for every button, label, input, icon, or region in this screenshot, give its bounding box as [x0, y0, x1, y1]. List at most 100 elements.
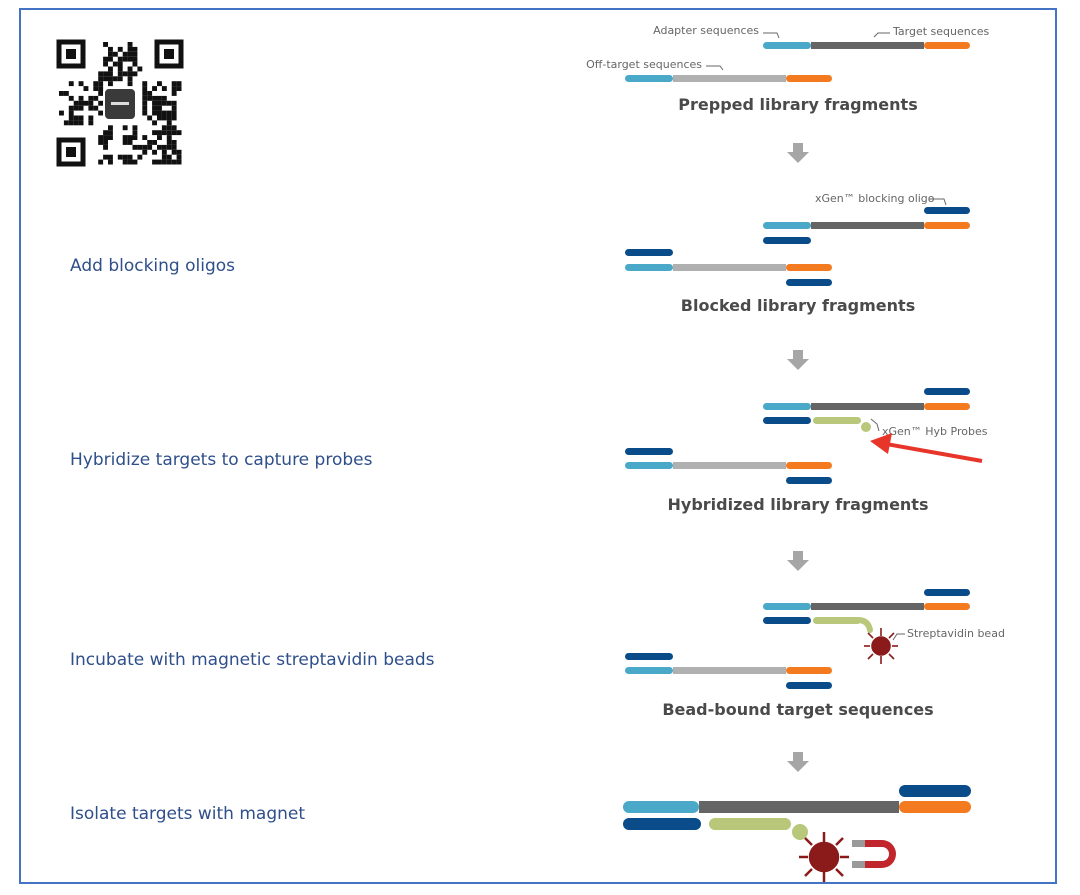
blocking-oligo [786, 682, 832, 689]
qr-module [93, 86, 99, 91]
down-arrow-icon [787, 551, 809, 571]
qr-module [137, 66, 143, 72]
qr-module [147, 115, 153, 121]
qr-module [152, 149, 157, 155]
qr-module [137, 144, 143, 150]
qr-module [161, 115, 167, 121]
qr-module [103, 71, 108, 77]
qr-module [127, 135, 133, 140]
qr-module [122, 135, 128, 140]
qr-module [122, 51, 128, 57]
step-hybridize-targets: Hybridize targets to capture probes [70, 450, 373, 470]
blocking-oligo [924, 388, 970, 395]
qr-module [147, 91, 153, 96]
qr-module [127, 159, 133, 165]
qr-module [112, 76, 118, 82]
qr-module [171, 149, 177, 155]
qr-module [171, 110, 177, 116]
qr-module [157, 95, 162, 101]
qr-module [108, 71, 113, 77]
qr-module [117, 154, 123, 160]
target-strand [811, 42, 924, 49]
qr-module [166, 100, 172, 106]
qr-module [127, 81, 133, 87]
qr-module [161, 95, 167, 101]
qr-module [78, 95, 84, 101]
blocking-oligo [924, 207, 970, 214]
qr-module [68, 110, 74, 116]
stage-isolated [623, 785, 971, 882]
blocking-oligo [899, 785, 971, 797]
qr-module [108, 81, 113, 87]
magnet-icon [852, 840, 896, 868]
qr-module [98, 71, 104, 77]
qr-module [157, 100, 162, 106]
qr-module [78, 81, 84, 87]
qr-module [73, 100, 79, 106]
offtarget-strand [673, 264, 786, 271]
qr-module [117, 66, 123, 72]
step-add-blocking-oligos: Add blocking oligos [70, 256, 236, 276]
blocking-oligo [924, 589, 970, 596]
qr-module [171, 159, 177, 165]
qr-module [122, 154, 128, 160]
end-strand [786, 75, 832, 82]
qr-module [78, 120, 84, 126]
qr-module [147, 140, 153, 145]
qr-module [98, 135, 104, 140]
qr-module [132, 71, 138, 77]
adapter-strand [763, 42, 811, 49]
qr-module [161, 144, 167, 150]
qr-module [108, 66, 113, 72]
qr-module [142, 149, 148, 155]
target-strand [811, 603, 924, 610]
caption-blocked: Blocked library fragments [681, 296, 915, 315]
qr-module [117, 56, 123, 62]
qr-module [83, 86, 89, 91]
hyb-probe [813, 417, 861, 424]
qr-module [152, 130, 157, 136]
qr-module [117, 76, 123, 82]
qr-module [112, 51, 118, 57]
qr-module [103, 140, 108, 145]
adapter-strand [625, 667, 673, 674]
hyb-probe [813, 617, 861, 624]
qr-module [171, 115, 177, 121]
qr-module [142, 95, 148, 101]
down-arrow-icon [787, 143, 809, 163]
qr-module [98, 100, 104, 106]
qr-module [98, 140, 104, 145]
step-isolate-targets: Isolate targets with magnet [70, 804, 306, 824]
qr-module [171, 125, 177, 131]
qr-module [166, 115, 172, 121]
qr-module [171, 86, 177, 91]
qr-module [59, 110, 64, 116]
qr-module [127, 140, 133, 145]
qr-module [132, 125, 138, 131]
qr-module [112, 61, 118, 67]
qr-module [127, 76, 133, 82]
qr-module [132, 130, 138, 136]
down-arrow-icon [787, 350, 809, 370]
qr-module [166, 140, 172, 145]
qr-module [171, 144, 177, 150]
qr-module [108, 56, 113, 62]
qr-module [166, 144, 172, 150]
qr-module [122, 159, 128, 165]
qr-module [73, 115, 79, 121]
end-strand [899, 801, 971, 813]
qr-module [73, 105, 79, 111]
qr-module [78, 115, 84, 121]
qr-module [103, 56, 108, 62]
qr-module [132, 61, 138, 67]
qr-module [161, 100, 167, 106]
qr-module [132, 135, 138, 140]
qr-module [108, 154, 113, 160]
qr-module [103, 76, 108, 82]
qr-module [171, 100, 177, 106]
qr-module [176, 81, 182, 87]
qr-module [93, 95, 99, 101]
adapter-strand [625, 75, 673, 82]
qr-module [98, 81, 104, 87]
